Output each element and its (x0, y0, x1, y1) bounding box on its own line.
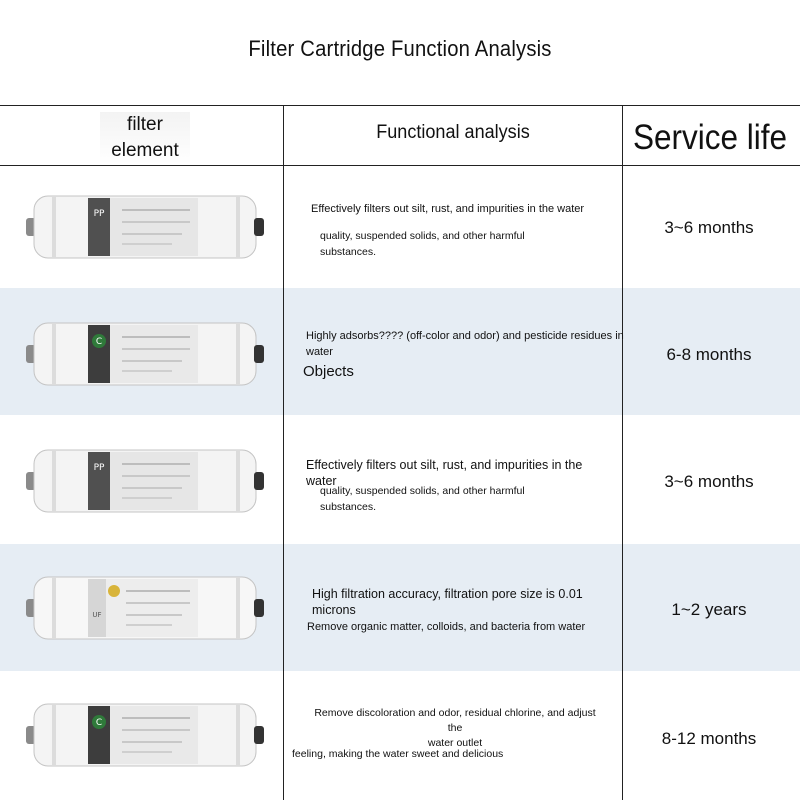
function-text-secondary: Remove organic matter, colloids, and bac… (307, 621, 586, 633)
filter-label-band (88, 579, 106, 637)
filter-cartridge-image: UF (26, 576, 264, 640)
function-text-secondary: quality, suspended solids, and other har… (320, 485, 525, 513)
filter-label-band (88, 325, 110, 383)
filter-badge-text: C (96, 337, 102, 347)
function-text-secondary: quality, suspended solids, and other har… (320, 230, 525, 258)
page-title: Filter Cartridge Function Analysis (248, 36, 552, 61)
filter-cartridge-image: C (26, 322, 264, 386)
filter-badge-text: PP (94, 209, 105, 219)
filter-badge-text: C (96, 718, 102, 728)
service-life-value: 3~6 months (664, 218, 754, 237)
header-filter-element-text: filter element (111, 114, 179, 161)
filter-label-band (88, 198, 110, 256)
header-bottom-border (0, 165, 800, 166)
function-text-primary: Effectively filters out silt, rust, and … (311, 203, 585, 215)
table-top-border (0, 105, 800, 106)
column-divider-1 (283, 105, 284, 800)
filter-cartridge-image: PP (26, 195, 264, 259)
function-text-primary: High filtration accuracy, filtration por… (312, 587, 583, 617)
function-text-primary: Remove discoloration and odor, residual … (314, 707, 596, 749)
filter-cartridge-image: PP (26, 449, 264, 513)
service-life-value: 8-12 months (661, 729, 757, 748)
filter-badge-text: PP (94, 463, 105, 473)
header-functional-analysis: Functional analysis (376, 122, 530, 143)
filter-label-band (88, 706, 110, 764)
service-life-value: 6-8 months (666, 345, 752, 364)
header-filter-element: filter element (100, 112, 190, 164)
service-life-value: 1~2 years (671, 600, 747, 619)
function-text-secondary: feeling, making the water sweet and deli… (292, 748, 504, 760)
filter-cartridge-image: C (26, 703, 264, 767)
column-divider-2 (622, 105, 623, 800)
service-life-value: 3~6 months (664, 472, 754, 491)
function-text-primary: Effectively filters out silt, rust, and … (306, 458, 583, 488)
function-text-secondary: Objects (303, 363, 354, 380)
function-text-primary: Highly adsorbs???? (off-color and odor) … (306, 330, 624, 358)
filter-label-band (88, 452, 110, 510)
header-service-life: Service life (632, 118, 788, 157)
filter-badge-text: UF (92, 611, 101, 619)
